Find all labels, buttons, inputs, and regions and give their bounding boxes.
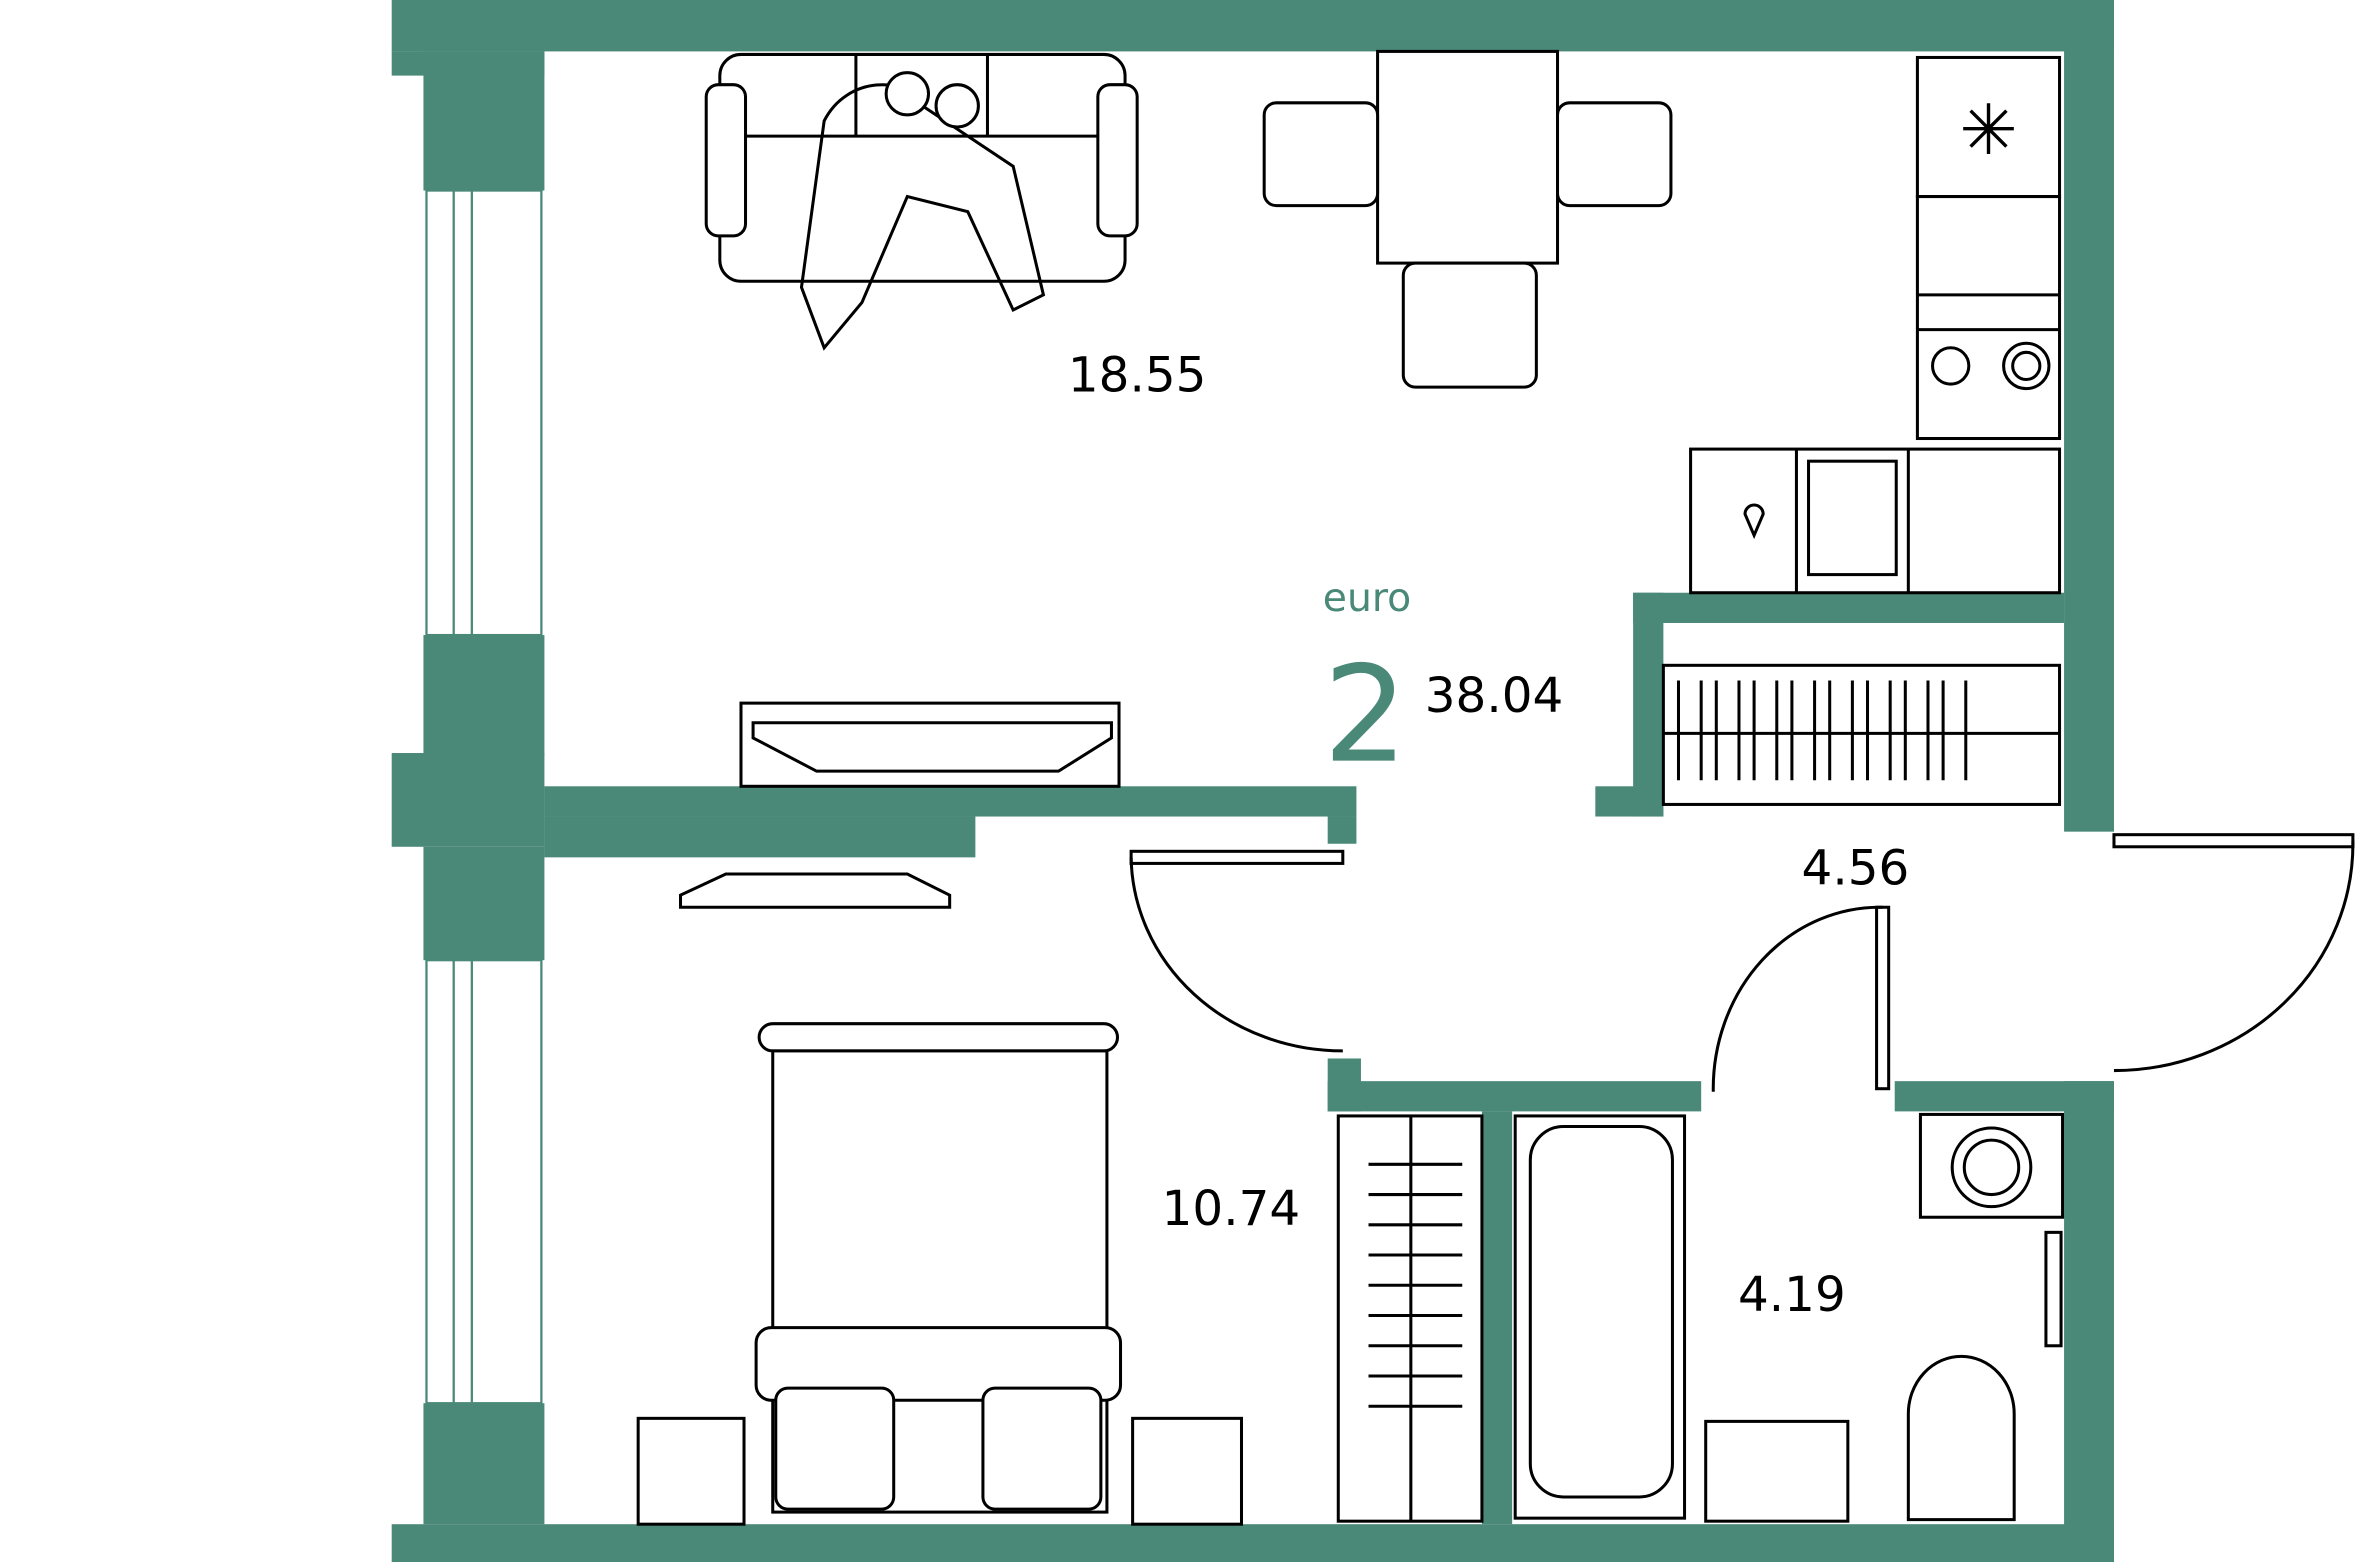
room-area-living: 18.55 — [1068, 348, 1207, 404]
room-area-bedroom: 10.74 — [1162, 1181, 1301, 1237]
total-area: 38.04 — [1425, 668, 1564, 724]
rooms-count: 2 — [1323, 638, 1408, 793]
bed-icon — [636, 1022, 1244, 1526]
walls — [391, 0, 2114, 1562]
kitchen-icon: ✳ — [1689, 55, 2062, 595]
apartment-type-label: euro — [1323, 576, 1411, 621]
dining-table-icon — [1262, 49, 1673, 389]
tv-stand-icon — [678, 701, 1121, 909]
snowflake-icon: ✳ — [1959, 90, 2017, 171]
bathroom-fixtures-icon — [1513, 1112, 2065, 1523]
window-top — [425, 189, 543, 637]
wardrobe-icon — [1336, 663, 2062, 1523]
window-bottom — [425, 959, 543, 1405]
sofa-icon — [704, 52, 1139, 351]
room-area-hallway: 4.56 — [1802, 841, 1910, 897]
doors — [1129, 833, 2355, 1092]
room-area-bathroom: 4.19 — [1738, 1267, 1846, 1323]
